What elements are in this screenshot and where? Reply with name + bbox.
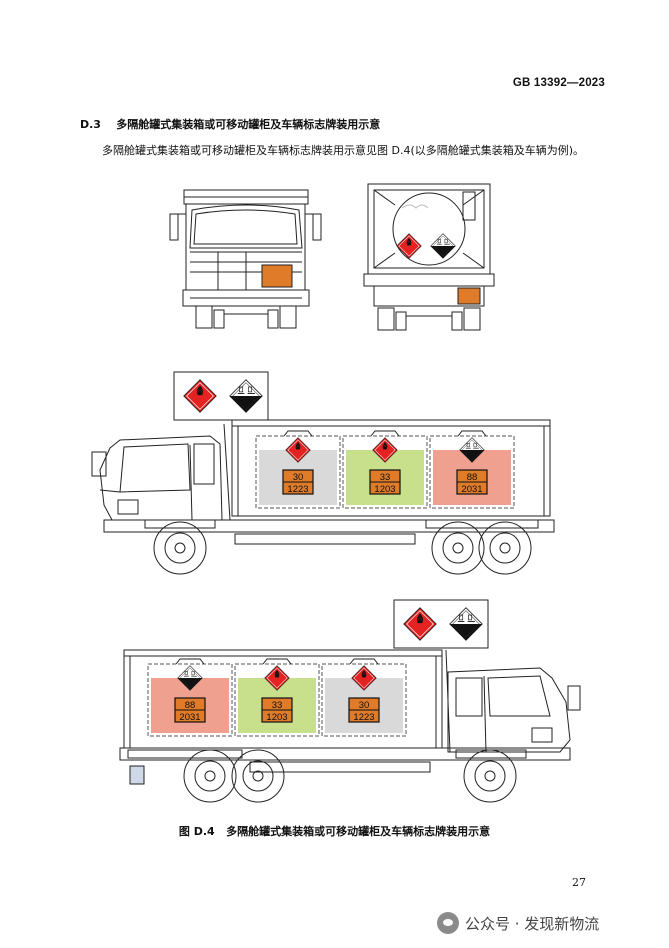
hazard-id-number: 33 xyxy=(380,472,391,483)
compartment-outline xyxy=(429,435,515,509)
page-number: 27 xyxy=(572,876,586,889)
compartment-lid xyxy=(283,430,313,437)
truck-side-view-2 xyxy=(119,649,581,803)
truck-rear-view xyxy=(363,183,495,331)
compartment-lid xyxy=(370,430,400,437)
un-number: 1203 xyxy=(374,484,395,495)
section-heading: D.3 多隔舱罐式集装箱或可移动罐柜及车辆标志牌装用示意 xyxy=(80,118,381,131)
compartment-lid xyxy=(349,658,379,665)
compartment-outline xyxy=(234,663,320,737)
compartment-outline xyxy=(147,663,233,737)
un-number: 1203 xyxy=(266,712,287,723)
side1-vehicle-placards xyxy=(173,371,269,421)
hazard-id-number: 30 xyxy=(359,700,370,711)
wechat-icon xyxy=(437,912,459,934)
side2-vehicle-placards xyxy=(393,599,489,649)
un-number: 1223 xyxy=(353,712,374,723)
watermark-text: 公众号 · 发现新物流 xyxy=(465,914,600,933)
un-number: 2031 xyxy=(179,712,200,723)
compartment-outline xyxy=(342,435,428,509)
compartment-lid xyxy=(175,658,205,665)
truck-front-view xyxy=(169,189,322,329)
compartment-outline xyxy=(255,435,341,509)
hazard-id-number: 33 xyxy=(272,700,283,711)
compartment-lid xyxy=(262,658,292,665)
hazard-id-number: 30 xyxy=(293,472,304,483)
standard-number: GB 13392—2023 xyxy=(512,77,605,89)
compartment-lid xyxy=(457,430,487,437)
truck-side-view-1 xyxy=(91,419,555,575)
hazard-id-number: 88 xyxy=(185,700,196,711)
un-number: 2031 xyxy=(461,484,482,495)
figure-caption: 图 D.4 多隔舱罐式集装箱或可移动罐柜及车辆标志牌装用示意 xyxy=(178,825,491,838)
body-paragraph: 多隔舱罐式集装箱或可移动罐柜及车辆标志牌装用示意见图 D.4(以多隔舱罐式集装箱… xyxy=(102,144,585,157)
un-number: 1223 xyxy=(287,484,308,495)
watermark: 公众号 · 发现新物流 xyxy=(437,912,599,934)
compartment-outline xyxy=(321,663,407,737)
hazard-id-number: 88 xyxy=(467,472,478,483)
